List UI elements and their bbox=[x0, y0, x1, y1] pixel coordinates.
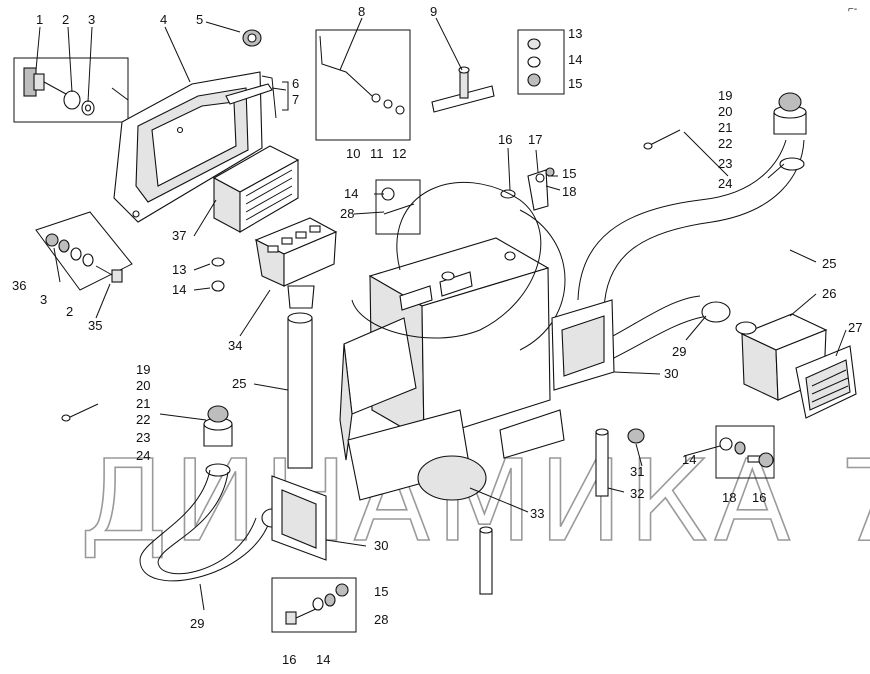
callout: 16 bbox=[752, 490, 766, 505]
callout: 21 bbox=[136, 396, 150, 411]
callout: 15 bbox=[568, 76, 582, 91]
left-outlet bbox=[211, 217, 338, 309]
callout: 5 bbox=[196, 12, 203, 27]
callout: 16 bbox=[498, 132, 512, 147]
callout: 18 bbox=[562, 184, 576, 199]
leader-lines bbox=[35, 17, 847, 611]
callout: 3 bbox=[88, 12, 95, 27]
callout: 2 bbox=[62, 12, 69, 27]
callout: 4 bbox=[160, 12, 167, 27]
callout: 8 bbox=[358, 4, 365, 19]
corner-mark: ⌐- bbox=[848, 4, 857, 15]
nut-and-tube bbox=[595, 428, 645, 497]
callout: 30 bbox=[374, 538, 388, 553]
clamp-parts bbox=[500, 167, 555, 211]
fasteners-lower-right bbox=[715, 425, 775, 479]
callout: 29 bbox=[190, 616, 204, 631]
callout: 18 bbox=[722, 490, 736, 505]
callout: 2 bbox=[66, 304, 73, 319]
callout: 11 bbox=[370, 146, 384, 161]
panel-frame bbox=[113, 71, 263, 223]
callout: 14 bbox=[344, 186, 358, 201]
callout: 28 bbox=[340, 206, 354, 221]
callout: 10 bbox=[346, 146, 360, 161]
callout: 14 bbox=[172, 282, 186, 297]
callout: 3 bbox=[40, 292, 47, 307]
callout: 14 bbox=[682, 452, 696, 467]
callout: 23 bbox=[136, 430, 150, 445]
right-hose bbox=[577, 139, 805, 311]
callout: 15 bbox=[562, 166, 576, 181]
part-drawings bbox=[13, 29, 857, 633]
screw-set-top bbox=[375, 179, 421, 235]
watermark: ДИНАМИКА 76 bbox=[80, 437, 870, 567]
callout: 13 bbox=[568, 26, 582, 41]
callout: 24 bbox=[136, 448, 150, 463]
callout: 29 bbox=[672, 344, 686, 359]
callout: 36 bbox=[12, 278, 26, 293]
callout: 31 bbox=[630, 464, 644, 479]
callout: 17 bbox=[528, 132, 542, 147]
vent-box bbox=[735, 313, 857, 419]
callout: 19 bbox=[718, 88, 732, 103]
callout: 22 bbox=[136, 412, 150, 427]
callout: 26 bbox=[822, 286, 836, 301]
right-nozzle bbox=[773, 92, 807, 135]
callout: 37 bbox=[172, 228, 186, 243]
callout: 30 bbox=[664, 366, 678, 381]
callout: 24 bbox=[718, 176, 732, 191]
bracket-6-7 bbox=[282, 81, 289, 111]
callout: 25 bbox=[822, 256, 836, 271]
callout: 27 bbox=[848, 320, 862, 335]
fasteners-bottom bbox=[271, 577, 357, 633]
callout: 21 bbox=[718, 120, 732, 135]
callout: 1 bbox=[36, 12, 43, 27]
left-nozzle bbox=[203, 405, 233, 477]
drain-tube bbox=[479, 526, 493, 595]
callout: 9 bbox=[430, 4, 437, 19]
callout: 23 bbox=[718, 156, 732, 171]
rod-assembly bbox=[315, 29, 411, 141]
callout-labels: 1 2 3 4 5 6 7 8 9 13 14 15 10 11 12 16 1… bbox=[12, 4, 862, 667]
callout: 15 bbox=[374, 584, 388, 599]
clip-parts bbox=[225, 29, 277, 119]
fasteners-left bbox=[35, 211, 133, 291]
knob-assembly bbox=[13, 57, 129, 123]
left-hose bbox=[287, 312, 313, 469]
callout: 34 bbox=[228, 338, 242, 353]
callout: 32 bbox=[630, 486, 644, 501]
callout: 28 bbox=[374, 612, 388, 627]
callout: 35 bbox=[88, 318, 102, 333]
left-flange bbox=[271, 475, 327, 561]
filter-cartridge bbox=[212, 145, 300, 233]
callout: 20 bbox=[718, 104, 732, 119]
heater-body bbox=[339, 181, 566, 501]
callout: 7 bbox=[292, 92, 299, 107]
mount-bracket bbox=[431, 29, 565, 113]
callout: 33 bbox=[530, 506, 544, 521]
callout: 19 bbox=[136, 362, 150, 377]
bolts bbox=[61, 129, 681, 422]
callout: 12 bbox=[392, 146, 406, 161]
right-flange bbox=[551, 299, 615, 391]
callout: 16 bbox=[282, 652, 296, 667]
callout: 14 bbox=[316, 652, 330, 667]
callout: 25 bbox=[232, 376, 246, 391]
callout: 22 bbox=[718, 136, 732, 151]
callout: 20 bbox=[136, 378, 150, 393]
callout: 14 bbox=[568, 52, 582, 67]
callout: 13 bbox=[172, 262, 186, 277]
callout: 6 bbox=[292, 76, 299, 91]
